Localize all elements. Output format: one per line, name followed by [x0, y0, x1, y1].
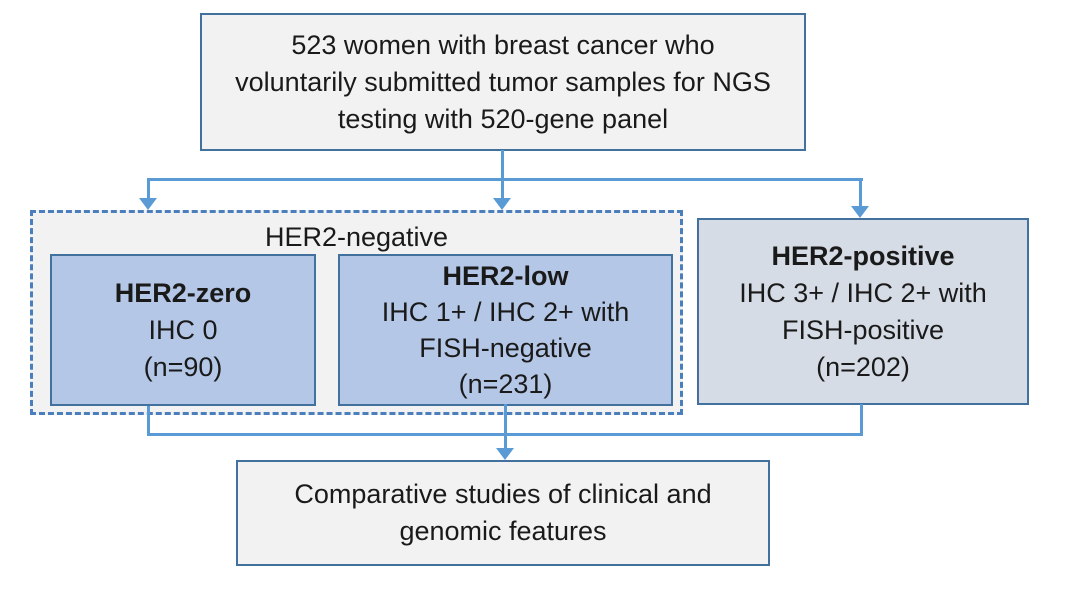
- her2-low-criteria-1: IHC 1+ / IHC 2+ with: [381, 297, 630, 327]
- her2-low-criteria-2: FISH-negative: [419, 333, 592, 363]
- arrowhead-down-left-icon: [139, 198, 157, 210]
- connector-down-right: [859, 178, 862, 207]
- her2-low-box: HER2-low IHC 1+ / IHC 2+ with FISH-negat…: [338, 254, 673, 406]
- connector-merge-right: [860, 404, 863, 436]
- her2-low-title: HER2-low: [442, 261, 569, 291]
- enrollment-line-3: testing with 520-gene panel: [337, 103, 669, 134]
- arrowhead-down-bottom-icon: [496, 448, 514, 460]
- her2-zero-title: HER2-zero: [114, 277, 252, 308]
- connector-stem-top: [501, 150, 504, 179]
- her2-positive-criteria-2: FISH-positive: [781, 314, 945, 345]
- enrollment-box: 523 women with breast cancer who volunta…: [200, 13, 806, 151]
- her2-positive-box: HER2-positive IHC 3+ / IHC 2+ with FISH-…: [697, 218, 1029, 405]
- connector-horizontal-bottom: [147, 433, 863, 436]
- connector-merge-middle: [504, 404, 507, 436]
- her2-positive-title: HER2-positive: [771, 240, 955, 271]
- outcome-line-2: genomic features: [399, 516, 607, 546]
- her2-zero-box: HER2-zero IHC 0 (n=90): [50, 254, 316, 406]
- her2-zero-criteria: IHC 0: [148, 314, 218, 345]
- arrowhead-down-middle-icon: [493, 198, 511, 210]
- connector-merge-left: [147, 406, 150, 436]
- connector-stem-bottom: [504, 436, 507, 449]
- her2-low-count: (n=231): [458, 369, 553, 399]
- her2-positive-count: (n=202): [816, 351, 910, 382]
- arrowhead-down-right-icon: [851, 206, 869, 218]
- enrollment-line-1: 523 women with breast cancer who: [291, 29, 715, 60]
- enrollment-line-2: voluntarily submitted tumor samples for …: [235, 66, 771, 97]
- her2-negative-group-label: HER2-negative: [264, 222, 449, 252]
- her2-zero-count: (n=90): [143, 351, 223, 382]
- outcome-line-1: Comparative studies of clinical and: [294, 479, 712, 509]
- outcome-box: Comparative studies of clinical and geno…: [236, 460, 770, 566]
- her2-positive-criteria-1: IHC 3+ / IHC 2+ with: [739, 277, 987, 308]
- connector-horizontal-top: [147, 178, 863, 181]
- connector-down-middle: [501, 178, 504, 199]
- connector-down-left: [147, 178, 150, 199]
